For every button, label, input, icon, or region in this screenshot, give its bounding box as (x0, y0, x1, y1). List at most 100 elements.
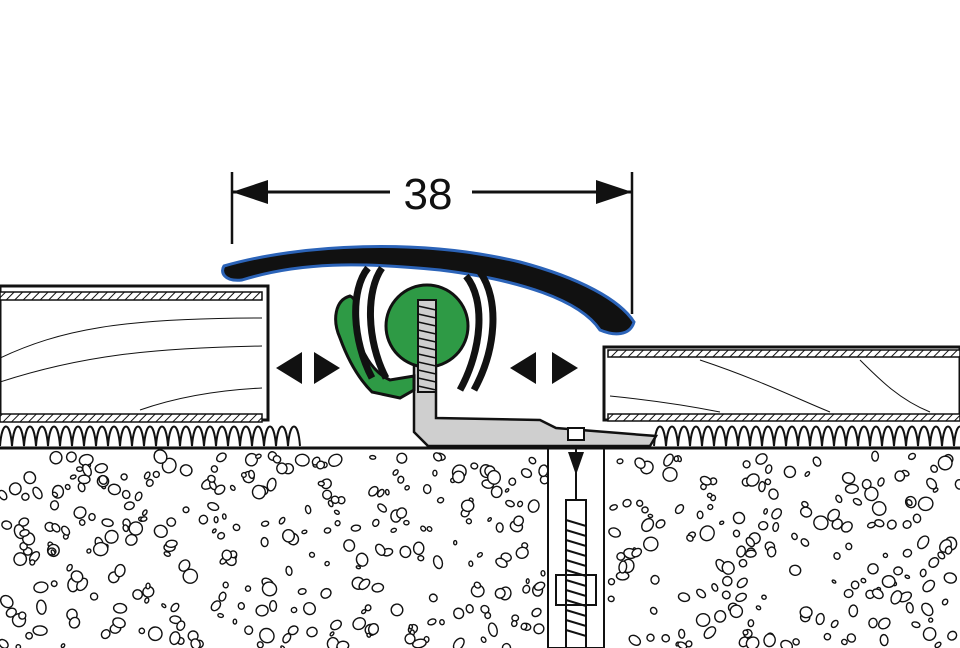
pebble (799, 606, 813, 619)
clip-thread-line (417, 361, 437, 367)
pebble (465, 518, 473, 525)
clip-thread-line (417, 329, 437, 335)
pebble (877, 477, 885, 487)
pebble (742, 629, 749, 636)
pebble (32, 625, 48, 637)
thread-line (565, 529, 587, 537)
pebble (452, 470, 465, 484)
pebble (528, 456, 537, 465)
pebble (686, 534, 694, 542)
pebble (5, 607, 17, 618)
pebble (19, 528, 30, 538)
pebble (607, 595, 615, 603)
pebble (616, 551, 626, 561)
pebble (366, 632, 372, 638)
pebble (261, 581, 278, 597)
pebble (525, 578, 530, 585)
pebble (531, 607, 542, 618)
pebble (504, 488, 510, 493)
pebble (60, 643, 66, 648)
pebble (213, 516, 219, 524)
pebble (729, 604, 744, 619)
pebble (742, 460, 751, 469)
pebble (13, 552, 28, 567)
pebble (706, 492, 713, 499)
pebble (845, 542, 853, 551)
pebble (330, 495, 340, 505)
clip-insert (334, 283, 470, 400)
pebble (372, 518, 380, 528)
pebble (631, 547, 643, 558)
width-dimension: 38 (230, 170, 634, 314)
pebble (522, 584, 531, 594)
pebble (23, 471, 37, 485)
pebble (147, 626, 163, 642)
pebble (707, 503, 714, 511)
pebble (376, 488, 385, 498)
pebble (371, 582, 385, 593)
pebble (735, 592, 747, 603)
pebble (746, 473, 760, 487)
pebble (360, 608, 367, 615)
pebble (278, 516, 286, 525)
pebble (170, 602, 180, 613)
pebble (711, 583, 719, 592)
pebble (169, 615, 182, 625)
pebble (207, 474, 216, 483)
pebble (282, 632, 292, 644)
pebble (655, 519, 666, 529)
pebble (736, 577, 748, 589)
pebble (355, 552, 369, 567)
pebble (868, 617, 878, 629)
pebble (121, 489, 131, 500)
pebble (520, 622, 528, 631)
pebble (153, 524, 168, 538)
pebble (904, 574, 911, 580)
pebble (755, 605, 762, 611)
thread-line (565, 609, 587, 617)
pebble (874, 519, 885, 528)
pebble (51, 491, 59, 498)
pebble (830, 619, 839, 629)
floor-panel-right (602, 345, 960, 422)
pebble (207, 501, 220, 512)
pebble (520, 468, 533, 479)
pebble (641, 506, 649, 514)
pebble (229, 484, 236, 492)
pebble (134, 491, 143, 502)
pebble (480, 604, 490, 614)
pebble (607, 578, 616, 586)
pebble (677, 592, 691, 603)
pebble (428, 593, 438, 603)
pebble (480, 636, 487, 644)
pebble (276, 462, 288, 475)
pebble (182, 506, 190, 514)
pebble (695, 612, 711, 628)
pebble (616, 458, 624, 465)
pebble (476, 552, 483, 558)
pebble (432, 555, 444, 570)
pebble (390, 527, 398, 533)
pebble (86, 548, 92, 554)
pebble (320, 478, 332, 490)
pebble (240, 471, 247, 478)
pebble (747, 619, 755, 628)
pebble (852, 497, 863, 506)
pebble (721, 575, 733, 587)
pebble (408, 624, 414, 630)
pebble (329, 631, 335, 637)
pebble (800, 538, 810, 547)
pebble (420, 525, 427, 532)
pebble (125, 533, 138, 546)
pebble (696, 588, 707, 599)
pebble (831, 579, 837, 584)
pebble (919, 568, 927, 578)
pebble (801, 500, 809, 508)
pebble (755, 453, 768, 465)
pebble (494, 587, 506, 599)
pebble (25, 631, 34, 640)
pebble (508, 477, 517, 486)
thread-line (565, 589, 587, 597)
pebble (517, 500, 524, 508)
